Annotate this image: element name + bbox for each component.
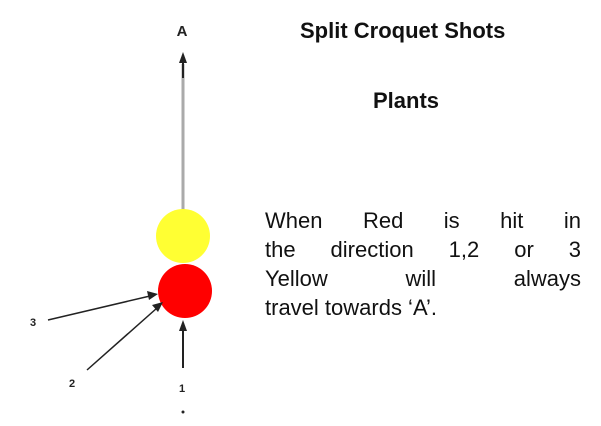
target-label-a: A <box>177 23 188 40</box>
description-line-4: travel towards ‘A’. <box>265 295 437 320</box>
direction-label-3: 3 <box>30 317 36 329</box>
direction-3-arrow <box>47 295 151 321</box>
page-title: Split Croquet Shots <box>300 18 506 43</box>
yellow-ball <box>156 209 210 263</box>
red-ball <box>158 264 212 318</box>
direction-label-1: 1 <box>179 383 185 395</box>
travel-arrow-head <box>179 52 187 63</box>
description-line-1: When Red is hit in <box>265 208 581 233</box>
page-subtitle: Plants <box>373 88 440 113</box>
description-text: When Red is hit in the direction 1,2 or … <box>265 206 581 322</box>
direction-1-tick <box>181 410 185 414</box>
direction-2-arrow <box>86 307 158 371</box>
description-line-3: Yellow will always <box>265 266 581 291</box>
description-line-2: the direction 1,2 or 3 <box>265 237 581 262</box>
direction-2-arrow-head <box>152 302 163 312</box>
direction-label-2: 2 <box>69 378 75 390</box>
direction-1-arrow-head <box>179 320 187 331</box>
direction-3-arrow-head <box>147 291 158 300</box>
